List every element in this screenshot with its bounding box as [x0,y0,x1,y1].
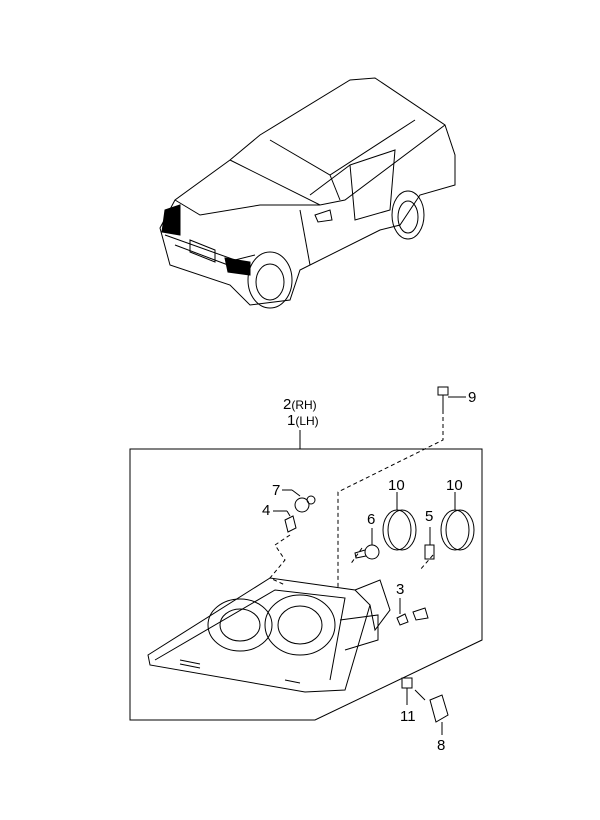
bracket-8 [429,694,449,735]
callout-1-lh: 1(LH) [287,413,319,429]
part-number: 2 [283,396,292,413]
callout-9: 9 [468,389,477,406]
vehicle-illustration [159,77,456,309]
side-label: (LH) [295,414,319,428]
bulb-3 [396,598,429,626]
cap-7 [282,489,316,513]
headlamp-lh-highlight [161,204,181,236]
callout-6: 6 [367,511,376,528]
part-number: 1 [287,412,296,429]
callout-4: 4 [262,502,271,519]
headlamp-rh-highlight [224,257,251,276]
bulb-5 [424,527,435,560]
assembly-frame [129,448,483,721]
cover-10b [440,492,475,551]
callout-5: 5 [425,508,434,525]
callout-8: 8 [437,737,446,754]
clip-4 [273,510,297,533]
callout-11: 11 [400,708,416,725]
callout-2-rh: 2(RH) [283,397,317,413]
side-label: (RH) [291,398,317,412]
screw-11 [401,677,426,705]
callout-3: 3 [396,581,405,598]
headlamp-assembly [147,577,391,693]
callout-10a: 10 [388,477,405,494]
cover-10a [382,492,417,551]
callout-7: 7 [272,482,281,499]
bolt-9 [437,386,466,410]
bulb-6 [354,528,380,560]
callout-10b: 10 [446,477,463,494]
